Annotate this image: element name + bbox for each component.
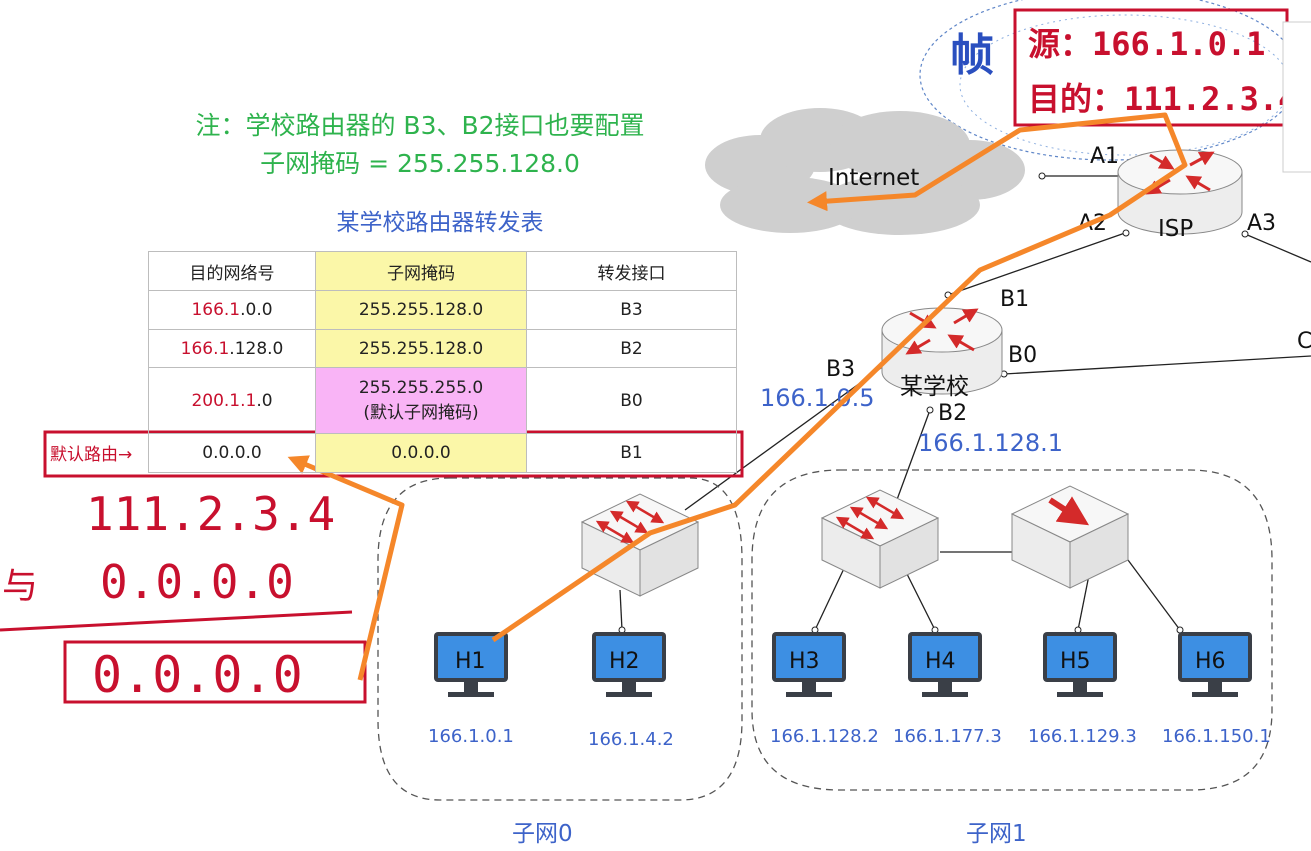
mask-cell: 255.255.128.0 <box>315 290 527 330</box>
table-header-row: 目的网络号 子网掩码 转发接口 <box>148 251 737 291</box>
table-title: 某学校路由器转发表 <box>336 210 544 236</box>
iface-cell: B3 <box>526 290 737 330</box>
host-h6-ip: 166.1.150.1 <box>1162 726 1271 747</box>
iface-cell: B2 <box>526 329 737 368</box>
host-h5: H5 <box>1043 632 1117 697</box>
host-h4: H4 <box>908 632 982 697</box>
dest-cell: 0.0.0.0 <box>148 433 316 473</box>
port-b0: B0 <box>1008 343 1037 368</box>
port-b1: B1 <box>1000 287 1029 312</box>
port-b2: B2 <box>938 401 967 426</box>
internet-cloud: Internet <box>705 108 1025 235</box>
host-h5-ip: 166.1.129.3 <box>1028 726 1137 747</box>
port-a3: A3 <box>1247 211 1276 236</box>
host-h4-label: H4 <box>925 649 956 674</box>
table-row-default-route: 0.0.0.0 0.0.0.0 B1 <box>148 433 737 473</box>
forwarding-table: 目的网络号 子网掩码 转发接口 166.1.0.0 255.255.128.0 … <box>148 251 737 473</box>
host-h2: H2 <box>592 632 666 697</box>
host-h2-ip: 166.1.4.2 <box>588 729 674 750</box>
switch-subnet0 <box>580 493 700 597</box>
host-h1-label: H1 <box>455 649 486 674</box>
subnet1-boundary <box>751 469 1273 791</box>
host-h3-label: H3 <box>789 649 820 674</box>
school-router: 某学校 <box>881 307 1003 400</box>
note-line1: 注：学校路由器的 B3、B2接口也要配置 <box>195 111 645 140</box>
col-dest-header: 目的网络号 <box>148 251 316 291</box>
subnet0-label: 子网0 <box>512 821 573 847</box>
col-mask-header: 子网掩码 <box>315 251 527 291</box>
calc-underline <box>0 610 353 632</box>
internet-label: Internet <box>828 165 919 191</box>
calc-line2: 0.0.0.0 <box>100 555 294 609</box>
frame-dst: 目的：111.2.3.4 <box>1028 80 1297 118</box>
right-edge-letter: C <box>1297 329 1311 354</box>
table-row: 200.1.1.0 255.255.255.0(默认子网掩码) B0 <box>148 367 737 434</box>
host-h3-ip: 166.1.128.2 <box>770 726 879 747</box>
links <box>619 175 1311 631</box>
host-h2-label: H2 <box>609 649 640 674</box>
table-row: 166.1.0.0 255.255.128.0 B3 <box>148 290 737 330</box>
note-line2: 子网掩码 = 255.255.128.0 <box>260 149 580 178</box>
calc-result-box <box>63 640 367 704</box>
calc-op: 与 <box>2 566 38 607</box>
table-row: 166.1.128.0 255.255.128.0 B2 <box>148 329 737 368</box>
packet-path-in <box>491 112 1188 643</box>
host-h6-label: H6 <box>1195 649 1226 674</box>
frame-label: 帧 <box>950 30 994 81</box>
packet-path-lookup <box>287 455 405 681</box>
hub-subnet1 <box>1010 485 1130 589</box>
isp-label: ISP <box>1158 216 1193 242</box>
host-h3: H3 <box>772 632 846 697</box>
calc-result: 0.0.0.0 <box>92 646 303 704</box>
subnet0-boundary <box>377 477 743 801</box>
port-a1: A1 <box>1090 144 1119 169</box>
col-iface-header: 转发接口 <box>526 251 737 291</box>
host-h4-ip: 166.1.177.3 <box>893 726 1002 747</box>
host-h5-label: H5 <box>1060 649 1091 674</box>
school-label: 某学校 <box>900 374 969 400</box>
default-route-label: 默认路由→ <box>50 445 133 465</box>
host-h1-ip: 166.1.0.1 <box>428 726 514 747</box>
host-h1: H1 <box>434 632 508 697</box>
dest-cell: 200.1.1.0 <box>148 367 316 434</box>
iface-cell: B1 <box>526 433 737 473</box>
offscreen-panel-edge <box>1282 21 1311 173</box>
host-h6: H6 <box>1178 632 1252 697</box>
calc-line1: 111.2.3.4 <box>86 487 335 541</box>
mask-cell: 255.255.128.0 <box>315 329 527 368</box>
dest-cell: 166.1.0.0 <box>148 290 316 330</box>
subnet1-label: 子网1 <box>966 821 1027 847</box>
mask-cell: 255.255.255.0(默认子网掩码) <box>315 367 527 434</box>
frame-src: 源：166.1.0.1 <box>1028 25 1265 63</box>
mask-cell: 0.0.0.0 <box>315 433 527 473</box>
b2-ip: 166.1.128.1 <box>918 429 1063 457</box>
dest-cell: 166.1.128.0 <box>148 329 316 368</box>
port-b3: B3 <box>826 357 855 382</box>
switch-subnet1 <box>820 489 940 589</box>
iface-cell: B0 <box>526 367 737 434</box>
